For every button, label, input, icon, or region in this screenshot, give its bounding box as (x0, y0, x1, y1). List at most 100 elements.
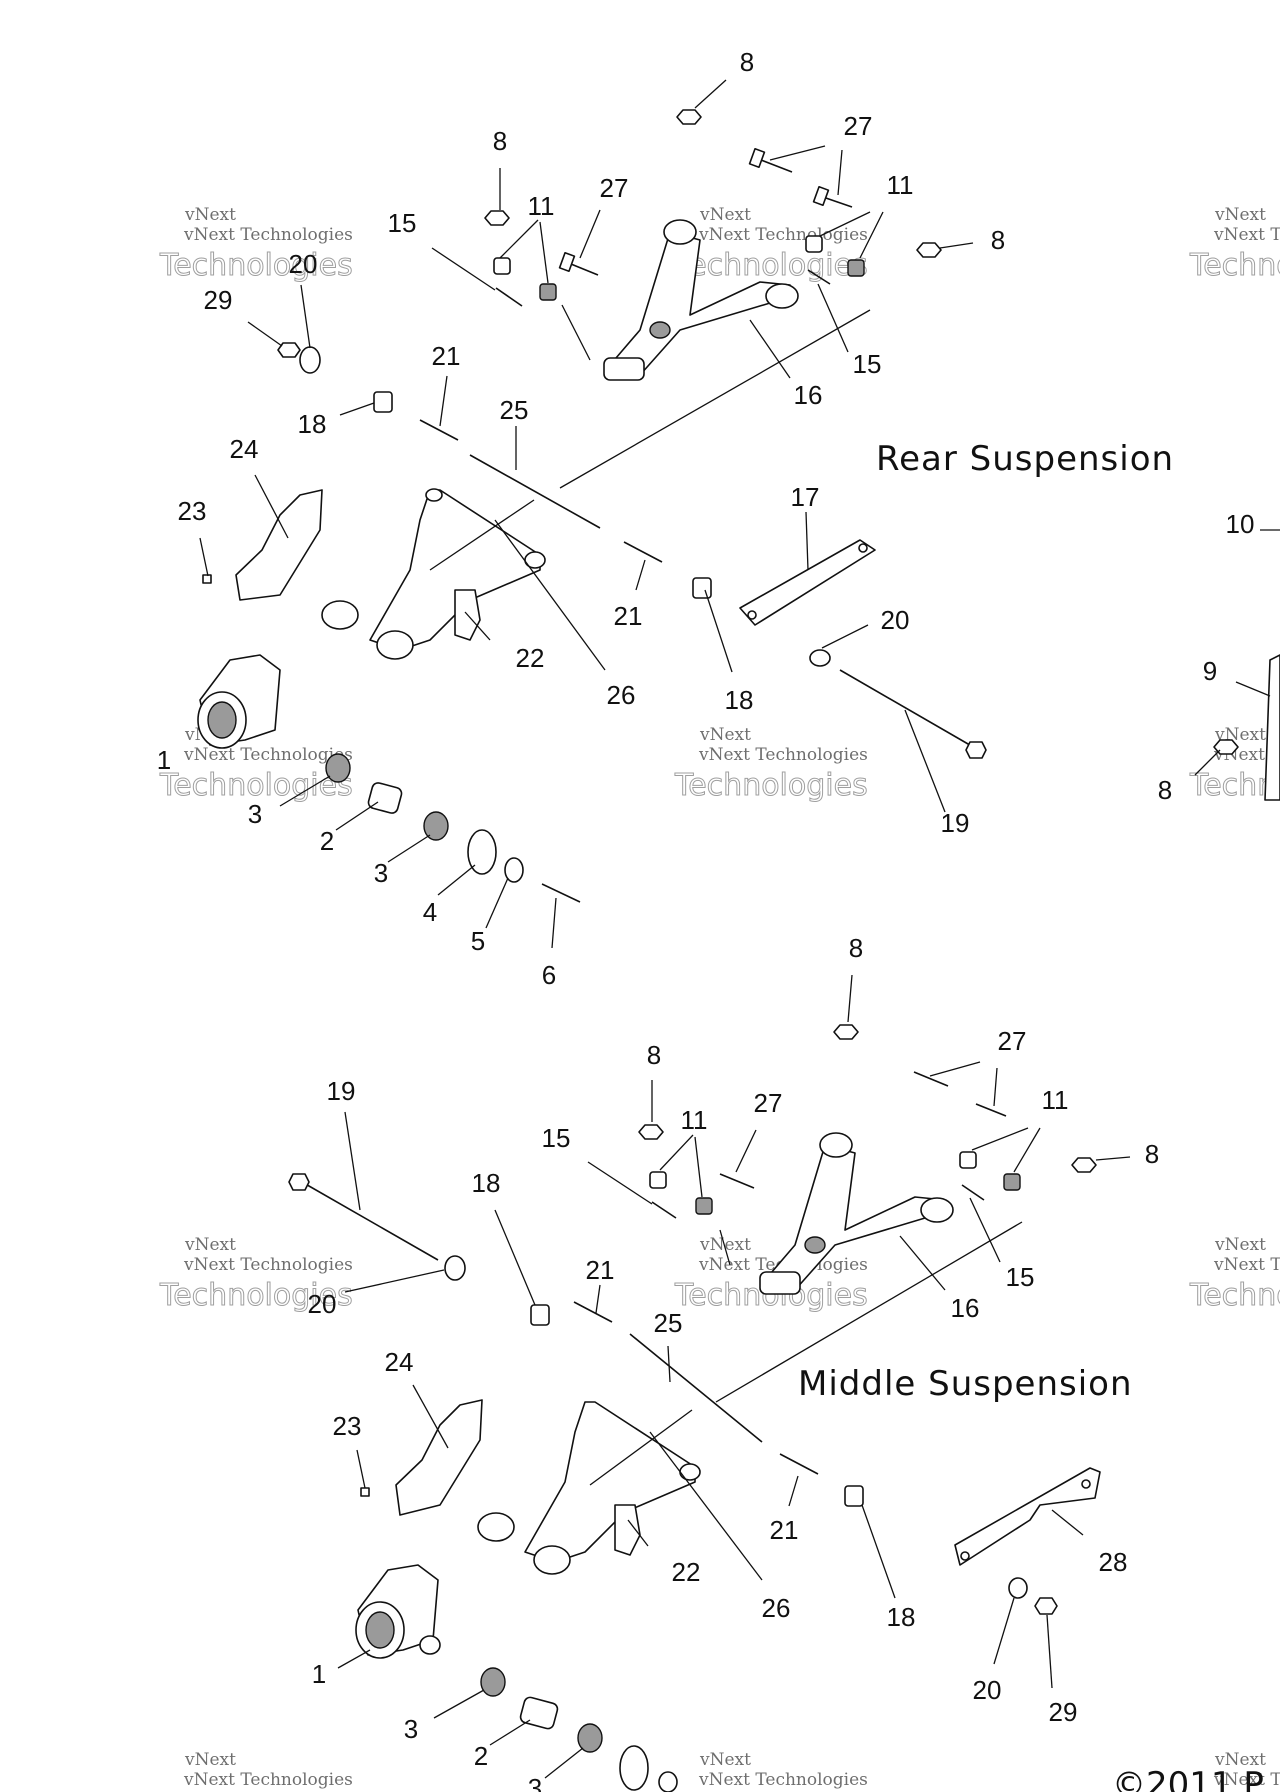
callout-label[interactable]: 8 (991, 225, 1005, 255)
callout-label[interactable]: 16 (951, 1293, 980, 1323)
nut-8[interactable] (916, 242, 942, 258)
callout-label[interactable]: 29 (204, 285, 233, 315)
bushing-11[interactable] (493, 257, 511, 275)
knuckle-1[interactable] (355, 1564, 441, 1659)
callout-label[interactable]: 11 (681, 1105, 708, 1135)
flange-bolt-18[interactable] (692, 577, 712, 599)
bushing-11[interactable] (649, 1171, 667, 1189)
callout-label[interactable]: 6 (542, 960, 556, 990)
callout-label[interactable]: 22 (672, 1557, 701, 1587)
shaft-25[interactable] (629, 1333, 763, 1443)
callout-label[interactable]: 10 (1226, 509, 1255, 539)
sleeve-21[interactable] (573, 1301, 613, 1323)
lower-arm-26[interactable] (477, 1401, 701, 1575)
nut-8[interactable] (484, 210, 510, 226)
callout-label[interactable]: 25 (654, 1308, 683, 1338)
bolt-27[interactable] (812, 185, 853, 208)
washer-20[interactable] (444, 1255, 466, 1281)
nut-8[interactable] (676, 109, 702, 125)
bushing-11[interactable] (1003, 1173, 1021, 1191)
flange-bolt-18[interactable] (844, 1485, 864, 1507)
shock-9[interactable] (1264, 654, 1280, 801)
washer-20[interactable] (299, 346, 321, 374)
callout-label[interactable]: 21 (770, 1515, 799, 1545)
bracket-22[interactable] (614, 1504, 641, 1556)
callout-label[interactable]: 18 (298, 409, 327, 439)
disc-4[interactable] (619, 1745, 649, 1791)
sleeve-21[interactable] (419, 419, 459, 441)
callout-label[interactable]: 23 (178, 496, 207, 526)
shaft-25[interactable] (469, 454, 601, 529)
washer-5[interactable] (658, 1771, 678, 1792)
sleeve-21[interactable] (623, 541, 663, 563)
bolt-27[interactable] (558, 251, 599, 276)
callout-label[interactable]: 15 (1006, 1262, 1035, 1292)
shield-24[interactable] (395, 1399, 483, 1516)
nut-8[interactable] (833, 1024, 859, 1040)
callout-label[interactable]: 15 (853, 349, 882, 379)
nut-8[interactable] (638, 1124, 664, 1140)
callout-label[interactable]: 3 (374, 858, 388, 888)
bolt-6[interactable] (541, 883, 581, 903)
callout-label[interactable]: 26 (607, 680, 636, 710)
bushing-11[interactable] (539, 283, 557, 301)
callout-label[interactable]: 2 (320, 826, 334, 856)
callout-label[interactable]: 24 (230, 434, 259, 464)
washer-5[interactable] (504, 857, 524, 883)
bolt-27[interactable] (913, 1071, 949, 1087)
knuckle-1[interactable] (197, 654, 281, 749)
bearing-3[interactable] (423, 811, 449, 841)
callout-label[interactable]: 20 (881, 605, 910, 635)
bracket-28[interactable] (954, 1467, 1101, 1566)
bearing-3[interactable] (480, 1667, 506, 1697)
callout-label[interactable]: 15 (542, 1123, 571, 1153)
shield-24[interactable] (235, 489, 323, 601)
callout-label[interactable]: 2 (474, 1741, 488, 1771)
bolt-29[interactable] (277, 342, 301, 358)
bracket-17[interactable] (739, 539, 876, 626)
bushing-11[interactable] (695, 1197, 713, 1215)
nut-8[interactable] (1071, 1157, 1097, 1173)
callout-label[interactable]: 4 (423, 897, 437, 927)
callout-label[interactable]: 19 (941, 808, 970, 838)
callout-label[interactable]: 23 (333, 1411, 362, 1441)
bushing-11[interactable] (847, 259, 865, 277)
pin-15[interactable] (807, 269, 831, 285)
bushing-11[interactable] (805, 235, 823, 253)
callout-label[interactable]: 22 (516, 643, 545, 673)
callout-label[interactable]: 8 (740, 47, 754, 77)
callout-label[interactable]: 8 (1145, 1139, 1159, 1169)
upper-a-arm-16[interactable] (603, 219, 799, 381)
bushing-11[interactable] (959, 1151, 977, 1169)
callout-label[interactable]: 20 (308, 1289, 337, 1319)
callout-label[interactable]: 3 (404, 1714, 418, 1744)
callout-label[interactable]: 18 (725, 685, 754, 715)
flange-bolt-18[interactable] (373, 391, 393, 413)
callout-label[interactable]: 9 (1203, 656, 1217, 686)
callout-label[interactable]: 15 (388, 208, 417, 238)
upper-a-arm-16[interactable] (759, 1132, 954, 1295)
bearing-3[interactable] (577, 1723, 603, 1753)
callout-label[interactable]: 5 (471, 926, 485, 956)
callout-label[interactable]: 18 (887, 1602, 916, 1632)
callout-label[interactable]: 28 (1099, 1547, 1128, 1577)
lower-arm-26[interactable] (321, 488, 546, 660)
callout-label[interactable]: 21 (432, 341, 461, 371)
callout-label[interactable]: 19 (327, 1076, 356, 1106)
pin-15[interactable] (651, 1201, 677, 1219)
callout-label[interactable]: 16 (794, 380, 823, 410)
callout-label[interactable]: 17 (791, 482, 820, 512)
screw-23[interactable] (202, 574, 212, 584)
bearing-3[interactable] (325, 753, 351, 783)
callout-label[interactable]: 29 (1049, 1697, 1078, 1727)
callout-label[interactable]: 11 (887, 170, 914, 200)
callout-label[interactable]: 8 (493, 126, 507, 156)
callout-label[interactable]: 3 (528, 1773, 542, 1792)
callout-label[interactable]: 26 (762, 1593, 791, 1623)
flange-bolt-18[interactable] (530, 1304, 550, 1326)
callout-label[interactable]: 3 (248, 799, 262, 829)
callout-label[interactable]: 27 (998, 1026, 1027, 1056)
pin-15[interactable] (495, 287, 523, 307)
callout-label[interactable]: 27 (754, 1088, 783, 1118)
callout-label[interactable]: 21 (614, 601, 643, 631)
